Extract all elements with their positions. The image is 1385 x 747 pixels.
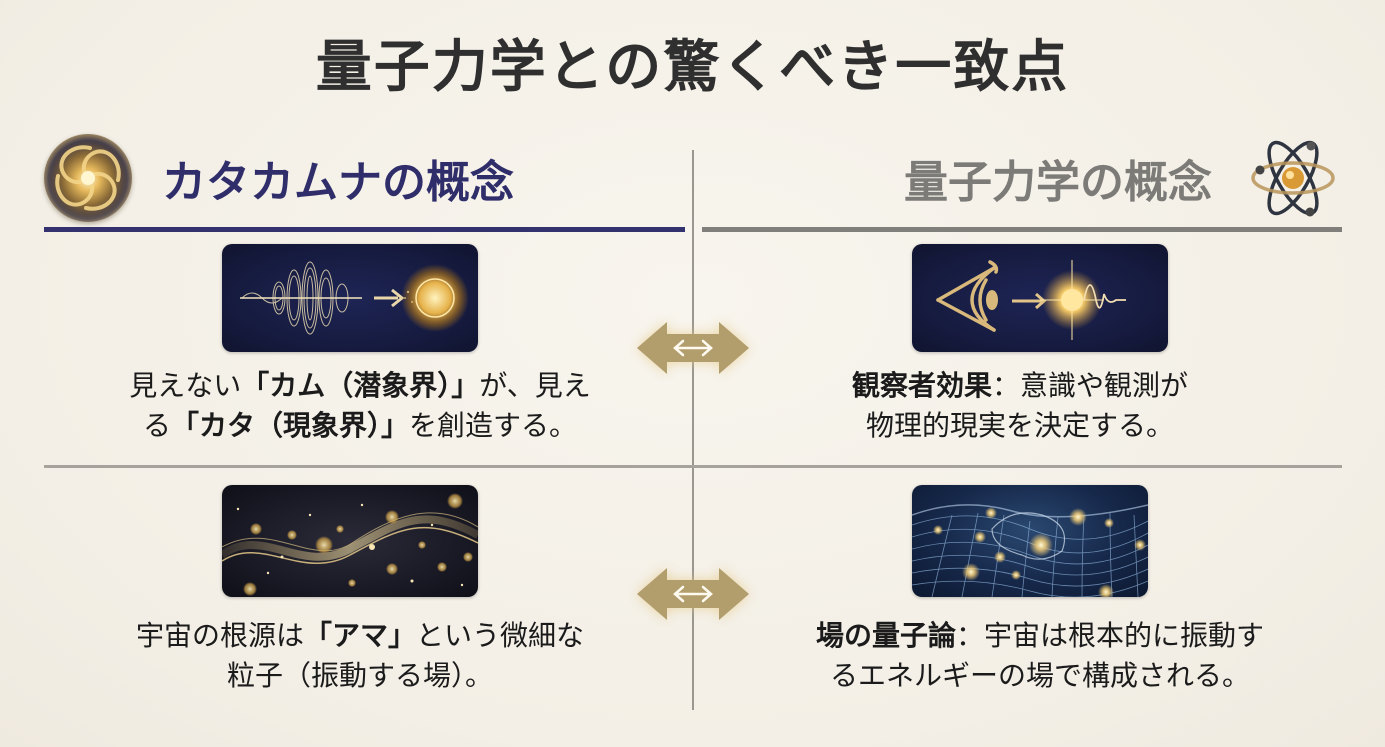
row-divider: [44, 465, 1342, 468]
quantum-column-header: 量子力学の概念: [702, 128, 1342, 228]
golden-swirl-orb-icon: [44, 134, 132, 222]
double-arrow-icon: [637, 322, 749, 374]
katakamuna-column-header: カタカムナの概念: [44, 128, 685, 228]
wave-to-particle-illustration: [222, 244, 478, 352]
quantum-field-grid-illustration: [912, 485, 1148, 597]
eye-observing-particle-illustration: [912, 244, 1168, 352]
golden-particle-wave-illustration: [222, 485, 478, 597]
page-title: 量子力学との驚くべき一致点: [315, 34, 1070, 100]
katakamuna-header-label: カタカムナの概念: [162, 157, 514, 208]
quantum-concept-2-text: 場の量子論：宇宙は根本的に振動す るエネルギーの場で構成される。: [815, 619, 1265, 692]
katakamuna-header-underline: [44, 227, 685, 232]
katakamuna-concept-1-text: 見えない「カム（潜象界）」が、見え る「カタ（現象界）」を創造する。: [129, 369, 591, 442]
quantum-header-label: 量子力学の概念: [904, 157, 1212, 208]
quantum-concept-1-text: 観察者効果：意識や観測が 物理的現実を決定する。: [851, 369, 1189, 442]
katakamuna-concept-2-text: 宇宙の根源は「アマ」という微細な 粒子（振動する場）。: [135, 619, 585, 692]
quantum-header-underline: [702, 227, 1342, 232]
column-divider: [692, 150, 694, 710]
atom-icon: [1251, 140, 1335, 217]
double-arrow-icon: [637, 568, 749, 620]
